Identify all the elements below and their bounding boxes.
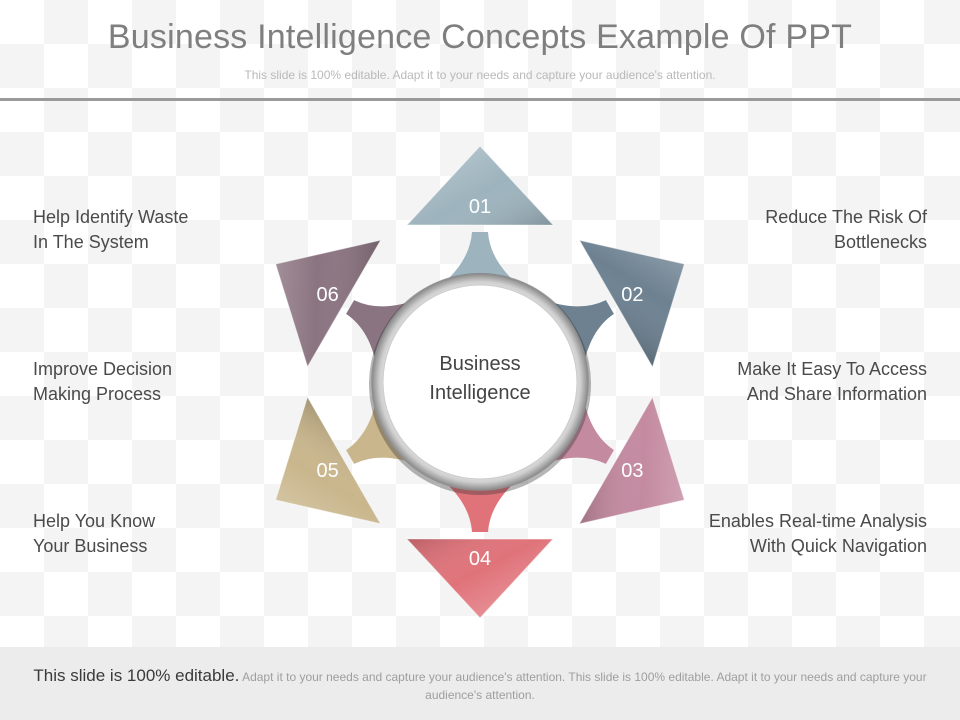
center-label-line1: Business	[439, 353, 520, 375]
footer-lead: This slide is 100% editable.	[33, 666, 240, 685]
label-help-you-know: Help You Know Your Business	[33, 509, 333, 559]
center-circle	[382, 284, 578, 480]
label-line: Help Identify Waste	[33, 207, 189, 227]
label-line: Enables Real-time Analysis	[708, 511, 927, 531]
label-line: In The System	[33, 232, 149, 252]
arrow-number-06: 06	[316, 284, 338, 306]
arrows-layer: 01 02 03 04 05 06	[274, 145, 686, 619]
label-help-identify-waste: Help Identify Waste In The System	[33, 205, 333, 255]
arrow-number-03: 03	[621, 460, 643, 482]
label-line: Make It Easy To Access	[737, 359, 927, 379]
slide-subtitle: This slide is 100% editable. Adapt it to…	[244, 68, 716, 82]
label-reduce-risk: Reduce The Risk Of Bottlenecks	[627, 205, 927, 255]
arrow-01	[405, 145, 555, 288]
arrow-number-04: 04	[469, 548, 491, 570]
arrow-highlight	[275, 397, 381, 524]
label-line: Help You Know	[33, 511, 156, 531]
label-line: Bottlenecks	[833, 232, 927, 252]
label-real-time-analysis: Enables Real-time Analysis With Quick Na…	[627, 509, 927, 559]
arrow-number-02: 02	[621, 284, 643, 306]
footer-bar	[0, 647, 960, 720]
label-line: Making Process	[33, 384, 162, 404]
arrow-highlight	[407, 539, 553, 618]
label-line: Your Business	[33, 536, 148, 556]
label-line: And Share Information	[746, 384, 927, 404]
arrow-04	[405, 476, 555, 619]
footer-body: Adapt it to your needs and capture your …	[242, 670, 927, 702]
arrow-number-05: 05	[316, 460, 338, 482]
header-divider	[0, 98, 960, 101]
arrow-stem	[438, 232, 522, 288]
arrow-highlight	[579, 240, 685, 367]
arrow-highlight	[407, 146, 553, 225]
footer-text: This slide is 100% editable. Adapt it to…	[20, 667, 940, 704]
label-improve-decision: Improve Decision Making Process	[33, 357, 333, 407]
slide-title: Business Intelligence Concepts Example O…	[107, 18, 853, 56]
center-label-line2: Intelligence	[429, 382, 530, 404]
label-line: Reduce The Risk Of	[765, 207, 927, 227]
label-line: With Quick Navigation	[749, 536, 927, 556]
label-easy-access: Make It Easy To Access And Share Informa…	[627, 357, 927, 407]
arrow-highlight	[579, 397, 685, 524]
arrow-highlight	[275, 240, 381, 367]
arrow-number-01: 01	[469, 196, 491, 218]
label-line: Improve Decision	[33, 359, 173, 379]
arrow-stem	[438, 476, 522, 532]
